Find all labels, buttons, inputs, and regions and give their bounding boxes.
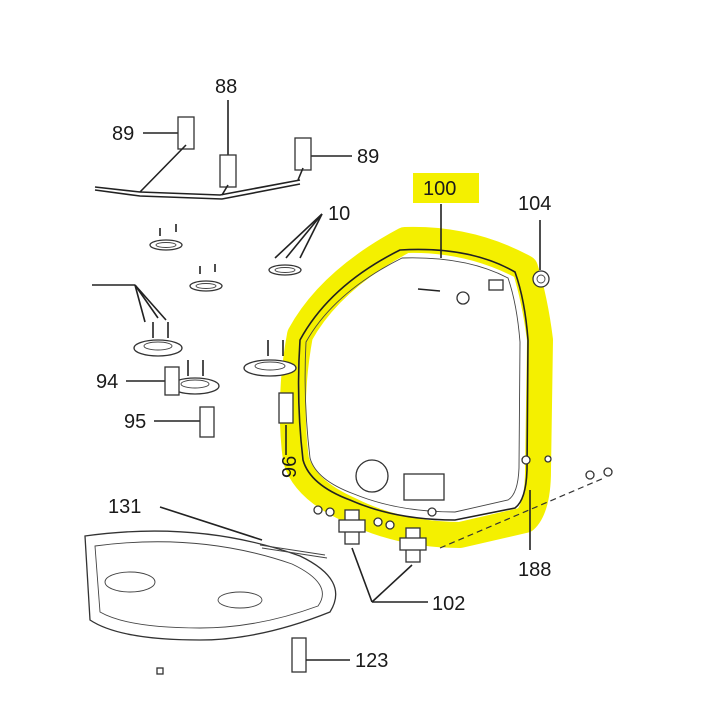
- connector-89-left: [177, 116, 195, 150]
- leader-left-c: [134, 284, 167, 321]
- label-123: 123: [355, 650, 388, 672]
- label-96: 96: [279, 456, 301, 478]
- label-188: 188: [518, 559, 551, 581]
- wire-main-b: [94, 183, 301, 200]
- washer-left: [325, 507, 335, 517]
- leader-131: [159, 506, 263, 541]
- washer-mid-b: [385, 520, 395, 530]
- leader-102-b: [371, 564, 413, 603]
- label-100-highlight: [413, 173, 479, 203]
- wire-main-a: [94, 179, 301, 196]
- small-screw: [156, 667, 164, 675]
- washer-right: [427, 507, 437, 517]
- grommet-104[interactable]: [532, 270, 550, 288]
- hob-tray-131[interactable]: [84, 530, 337, 641]
- screw-left: [313, 505, 323, 515]
- part-100-gasket[interactable]: [279, 226, 553, 548]
- leader-102-a: [351, 547, 373, 603]
- leader-10-b: [285, 213, 323, 259]
- label-88: 88: [215, 76, 237, 98]
- connector-123[interactable]: [291, 637, 307, 673]
- connector-88: [219, 154, 237, 188]
- burner-cap-right[interactable]: [243, 340, 297, 377]
- gasket-slot: [417, 288, 441, 292]
- label-104: 104: [518, 193, 551, 215]
- label-89-left: 89: [112, 123, 134, 145]
- burner-ring-top[interactable]: [149, 224, 183, 251]
- gasket-screw-hole: [521, 455, 531, 465]
- washer-188-a[interactable]: [585, 470, 595, 480]
- label-89-right: 89: [357, 146, 379, 168]
- label-100: 100: [423, 178, 456, 200]
- hinge-102-right[interactable]: [399, 527, 427, 563]
- label-94: 94: [96, 371, 118, 393]
- connector-95[interactable]: [199, 406, 215, 438]
- leader-10-c: [274, 213, 323, 259]
- gasket-hole-bottom: [355, 459, 389, 493]
- hinge-102-left[interactable]: [338, 509, 366, 545]
- burner-cap-left[interactable]: [133, 322, 183, 357]
- connector-94[interactable]: [164, 366, 180, 396]
- label-10: 10: [328, 203, 350, 225]
- connector-96[interactable]: [278, 392, 294, 424]
- washer-188-b[interactable]: [603, 467, 613, 477]
- gasket-highlight: [279, 226, 553, 548]
- connector-89-right: [294, 137, 312, 171]
- screw-188-top: [544, 455, 552, 463]
- burner-cap-center[interactable]: [170, 360, 220, 395]
- burner-ring-right[interactable]: [268, 264, 302, 276]
- gasket-tab: [488, 279, 504, 291]
- gasket-outline-inner: [304, 257, 521, 513]
- gasket-outline-outer: [297, 248, 529, 521]
- label-131: 131: [108, 496, 141, 518]
- burner-ring-center[interactable]: [189, 264, 223, 292]
- leader-left-a: [134, 284, 146, 323]
- gasket-hole-top: [456, 291, 470, 305]
- label-102: 102: [432, 593, 465, 615]
- wire-drops: [139, 144, 304, 196]
- leader-10-a: [299, 213, 323, 259]
- washer-mid-a: [373, 517, 383, 527]
- gasket-bracket: [403, 473, 445, 501]
- grommet-104-inner: [536, 274, 546, 284]
- label-95: 95: [124, 411, 146, 433]
- wire-harness-88[interactable]: [94, 116, 312, 200]
